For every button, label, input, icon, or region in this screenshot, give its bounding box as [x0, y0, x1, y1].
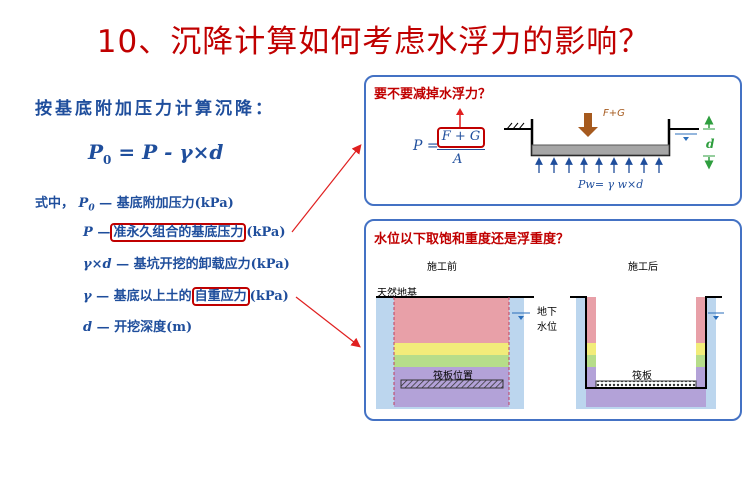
buoyancy-panel — [364, 75, 742, 206]
definition-p0: 式中， P0 — 基底附加压力(kPa) — [35, 192, 234, 214]
definition-p-dash: — — [97, 225, 111, 240]
definition-intro: 式中， — [35, 196, 75, 211]
definition-gamma-unit: (kPa) — [249, 289, 289, 304]
buoyancy-panel-title: 要不要减掉水浮力？ — [374, 87, 492, 102]
formula-p0-sub: 0 — [103, 153, 112, 167]
definition-gamma-d: γ×d — 基坑开挖的卸载应力(kPa) — [83, 253, 290, 272]
water-pressure-label: Pw= γ w×d — [578, 178, 644, 191]
formula-p0: P — [88, 140, 104, 164]
slide-title: 10、沉降计算如何考虑水浮力的影响？ — [96, 24, 651, 60]
definition-d: d — 开挖深度(m) — [83, 316, 192, 335]
definition-gamma-d-text: — 基坑开挖的卸载应力(kPa) — [116, 257, 290, 272]
unit-weight-panel-title: 水位以下取饱和重度还是浮重度？ — [374, 232, 570, 247]
layer-pink-before — [394, 297, 509, 343]
definition-p: P —准永久组合的基底压力(kPa) — [83, 221, 286, 242]
symbol-p0-sub: 0 — [88, 203, 95, 214]
boxed-self-weight-stress: 自重应力 — [191, 287, 250, 306]
raft-slab — [595, 380, 697, 389]
groundwater-label-1: 地下 — [537, 307, 557, 318]
groundwater-label-2: 水位 — [537, 322, 557, 333]
pressure-eq-label: P = — [413, 138, 439, 154]
symbol-gamma: γ — [83, 289, 92, 304]
buoyancy-diagram — [456, 108, 715, 173]
definition-p0-text: — 基底附加压力(kPa) — [99, 196, 234, 211]
arrow-to-top-panel — [291, 144, 362, 233]
denominator: A — [453, 152, 463, 167]
definition-d-text: — 开挖深度(m) — [96, 320, 193, 335]
soil-profile-diagram — [376, 296, 724, 409]
formula-rhs: = P - γ×d — [118, 140, 224, 164]
load-label: F+G — [603, 108, 625, 119]
symbol-d: d — [83, 320, 93, 335]
section-heading: 按基底附加压力计算沉降： — [35, 99, 275, 119]
definition-p-unit: (kPa) — [246, 225, 286, 240]
arrow-to-bottom-panel — [295, 296, 361, 348]
depth-label: d — [706, 137, 715, 151]
raft-label: 筏板 — [632, 371, 652, 382]
before-construction-label: 施工前 — [427, 262, 457, 273]
layer-green-before — [394, 355, 509, 367]
symbol-p0: P — [78, 196, 89, 211]
definition-gamma: γ — 基底以上土的自重应力(kPa) — [83, 285, 289, 306]
symbol-p: P — [83, 225, 93, 240]
raft-position-label: 筏板位置 — [433, 371, 473, 382]
raft-position-hatch — [400, 379, 504, 389]
symbol-gamma-d: γ×d — [83, 257, 112, 272]
after-construction-label: 施工后 — [628, 262, 658, 273]
natural-ground-label: 天然地基 — [377, 288, 417, 299]
boxed-base-pressure: 准永久组合的基底压力 — [110, 223, 247, 242]
numerator-box: F + G — [437, 127, 485, 148]
layer-yellow-before — [394, 343, 509, 355]
definition-gamma-text: — 基底以上土的 — [96, 289, 192, 304]
settlement-formula: P0 = P - γ×d — [88, 140, 223, 167]
fraction-bar — [437, 149, 485, 150]
